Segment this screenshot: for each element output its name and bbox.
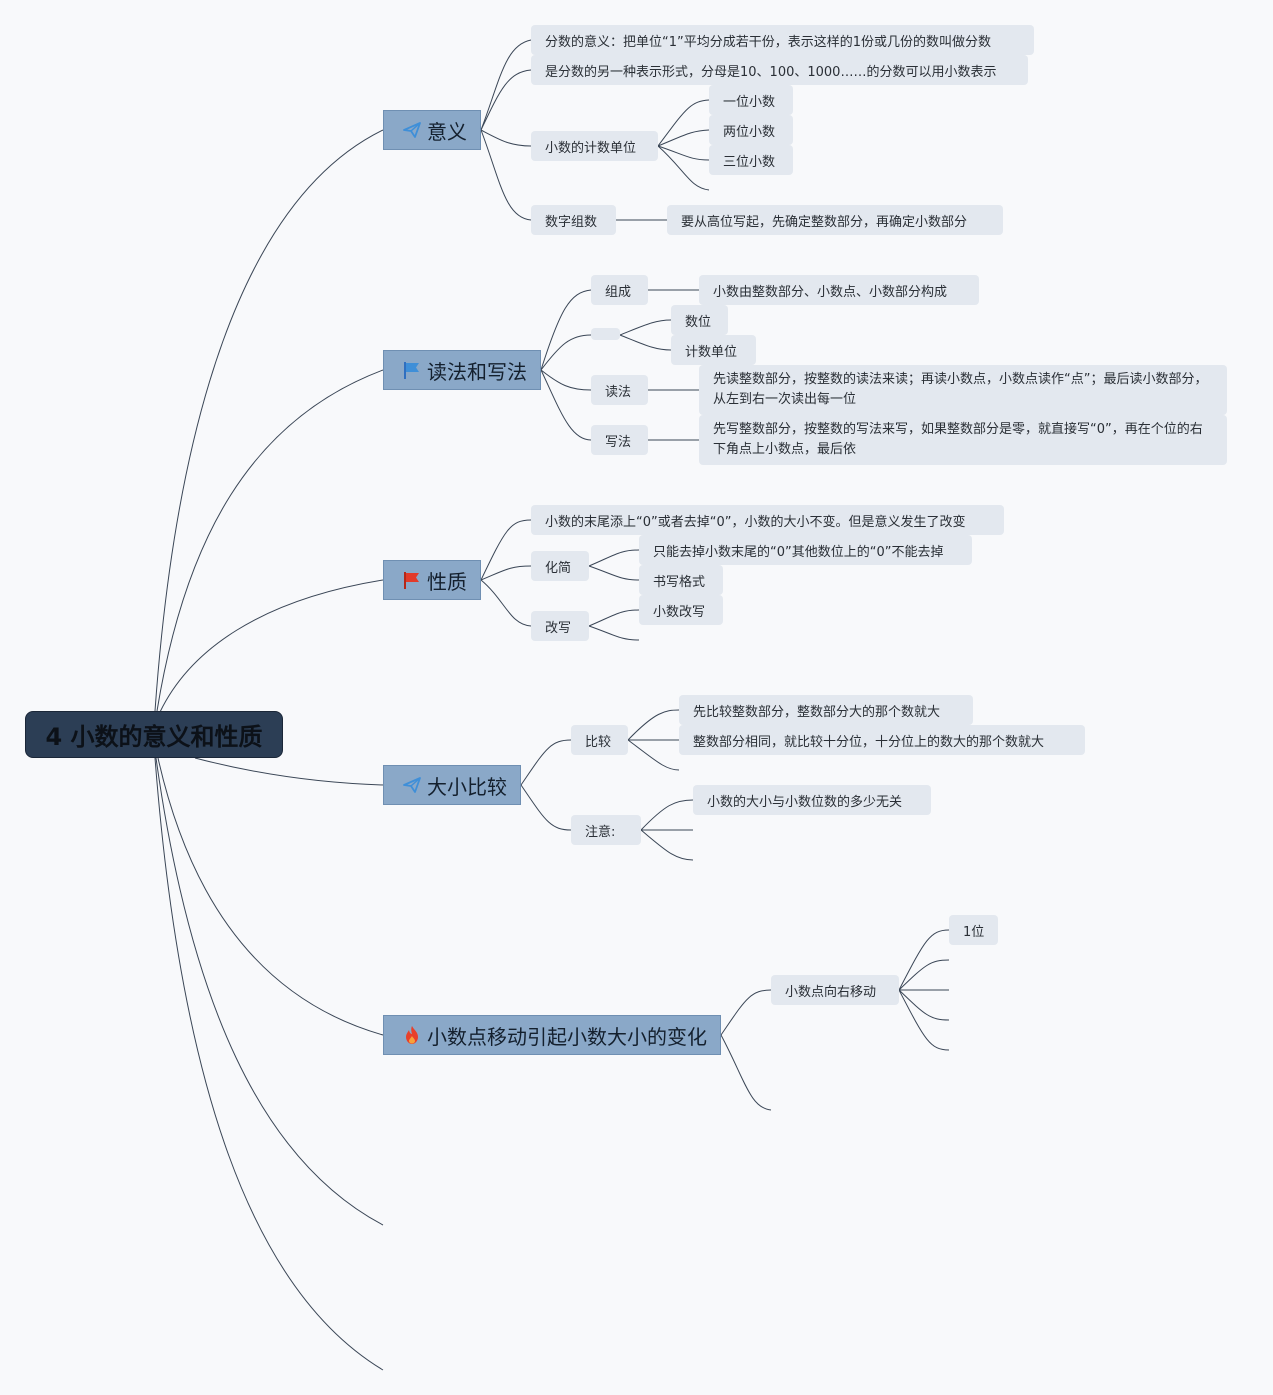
link-root-b4 — [194, 757, 384, 786]
topic-compose-number[interactable]: 数字组数 — [531, 205, 616, 235]
fire-icon — [402, 1025, 422, 1045]
branch-point-movement[interactable]: 小数点移动引起小数大小的变化 — [383, 1015, 721, 1055]
topic-label: 三位小数 — [723, 154, 776, 170]
topic-decimal-rewrite[interactable]: 小数改写 — [639, 595, 723, 625]
topic-composition-detail[interactable]: 小数由整数部分、小数点、小数部分构成 — [699, 275, 979, 305]
branch-point-movement-label: 小数点移动引起小数大小的变化 — [427, 1024, 707, 1049]
topic-label: 注意: — [585, 824, 616, 840]
link-root-b5 — [157, 757, 384, 1036]
topic-label: 化简 — [545, 560, 572, 576]
topic-one-place[interactable]: 1位 — [949, 915, 998, 945]
link-root-b3 — [159, 579, 384, 713]
topic-label: 书写格式 — [653, 574, 706, 590]
topic-label: 1位 — [963, 924, 985, 940]
topic-label: 只能去掉小数末尾的“0”其他数位上的“0”不能去掉 — [653, 544, 944, 560]
topic-label: 小数点向右移动 — [785, 984, 877, 1000]
topic-composition[interactable]: 组成 — [591, 275, 648, 305]
topic-label: 一位小数 — [723, 94, 776, 110]
topic-writing-rule[interactable]: 先写整数部分，按整数的写法来写，如果整数部分是零，就直接写“0”，再在个位的右下… — [699, 415, 1227, 465]
topic-decimal-alt-form[interactable]: 是分数的另一种表示形式，分母是10、100、1000……的分数可以用小数表示 — [531, 55, 1028, 85]
paper-plane-icon — [402, 120, 422, 140]
topic-compare-tenths[interactable]: 整数部分相同，就比较十分位，十分位上的数大的那个数就大 — [679, 725, 1085, 755]
paper-plane-icon — [402, 775, 422, 795]
branch-read-write[interactable]: 读法和写法 — [383, 350, 541, 390]
topic-label: 整数部分相同，就比较十分位，十分位上的数大的那个数就大 — [693, 734, 1045, 750]
topic-one-decimal[interactable]: 一位小数 — [709, 85, 793, 115]
link-root-empty2 — [154, 757, 384, 1371]
topic-trailing-zero[interactable]: 小数的末尾添上“0”或者去掉“0”，小数的大小不变。但是意义发生了改变 — [531, 505, 1004, 535]
topic-label: 小数的大小与小数位数的多少无关 — [707, 794, 903, 810]
topic-label: 小数的末尾添上“0”或者去掉“0”，小数的大小不变。但是意义发生了改变 — [545, 514, 966, 530]
topic-counting-unit[interactable]: 小数的计数单位 — [531, 131, 658, 161]
topic-reading-rule[interactable]: 先读整数部分，按整数的读法来读；再读小数点，小数点读作“点”；最后读小数部分，从… — [699, 365, 1227, 415]
root-topic[interactable]: 4 小数的意义和性质 — [25, 711, 283, 758]
topic-label: 数位 — [685, 314, 712, 330]
topic-two-decimal[interactable]: 两位小数 — [709, 115, 793, 145]
red-flag-icon — [402, 570, 422, 590]
topic-simplify-rule[interactable]: 只能去掉小数末尾的“0”其他数位上的“0”不能去掉 — [639, 535, 972, 565]
topic-reading[interactable]: 读法 — [591, 375, 648, 405]
topic-empty[interactable] — [591, 328, 620, 340]
topic-writing-format[interactable]: 书写格式 — [639, 565, 723, 595]
topic-label: 先读整数部分，按整数的读法来读；再读小数点，小数点读作“点”；最后读小数部分，从… — [713, 372, 1208, 407]
root-topic-label: 4 小数的意义和性质 — [45, 723, 263, 751]
topic-size-vs-digits[interactable]: 小数的大小与小数位数的多少无关 — [693, 785, 931, 815]
branch-comparison[interactable]: 大小比较 — [383, 765, 521, 805]
branch-comparison-label: 大小比较 — [427, 774, 507, 799]
topic-simplify[interactable]: 化简 — [531, 551, 589, 581]
topic-compare-integer[interactable]: 先比较整数部分，整数部分大的那个数就大 — [679, 695, 973, 725]
topic-three-decimal[interactable]: 三位小数 — [709, 145, 793, 175]
branch-meaning-label: 意义 — [427, 119, 467, 144]
link-root-empty1 — [155, 757, 384, 1226]
topic-label: 要从高位写起，先确定整数部分，再确定小数部分 — [681, 214, 968, 230]
topic-compare[interactable]: 比较 — [571, 725, 628, 755]
topic-move-right[interactable]: 小数点向右移动 — [771, 975, 899, 1005]
link-root-b1 — [154, 129, 384, 712]
topic-label: 小数改写 — [653, 604, 706, 620]
topic-label: 分数的意义：把单位“1”平均分成若干份，表示这样的1份或几份的数叫做分数 — [545, 34, 992, 50]
topic-label: 计数单位 — [685, 344, 738, 360]
topic-label: 小数由整数部分、小数点、小数部分构成 — [713, 284, 948, 300]
blue-flag-icon — [402, 360, 422, 380]
topic-label: 是分数的另一种表示形式，分母是10、100、1000……的分数可以用小数表示 — [545, 64, 997, 80]
topic-writing[interactable]: 写法 — [591, 425, 648, 455]
branch-read-write-label: 读法和写法 — [427, 359, 527, 384]
topic-digit-place[interactable]: 数位 — [671, 305, 728, 335]
branch-properties[interactable]: 性质 — [383, 560, 481, 600]
topic-label: 写法 — [605, 434, 632, 450]
branch-meaning[interactable]: 意义 — [383, 110, 481, 150]
topic-label: 比较 — [585, 734, 612, 750]
topic-label: 先写整数部分，按整数的写法来写，如果整数部分是零，就直接写“0”，再在个位的右下… — [713, 422, 1203, 457]
topic-fraction-definition[interactable]: 分数的意义：把单位“1”平均分成若干份，表示这样的1份或几份的数叫做分数 — [531, 25, 1034, 55]
topic-count-unit[interactable]: 计数单位 — [671, 335, 756, 365]
topic-label: 改写 — [545, 620, 572, 636]
topic-label: 读法 — [605, 384, 632, 400]
branch-properties-label: 性质 — [427, 569, 467, 594]
topic-label: 小数的计数单位 — [545, 140, 637, 156]
topic-label: 先比较整数部分，整数部分大的那个数就大 — [693, 704, 941, 720]
topic-label: 组成 — [605, 284, 632, 300]
topic-rewrite[interactable]: 改写 — [531, 611, 589, 641]
topic-note[interactable]: 注意: — [571, 815, 641, 845]
topic-label: 数字组数 — [545, 214, 598, 230]
topic-label: 两位小数 — [723, 124, 776, 140]
link-root-b2 — [156, 369, 384, 712]
topic-compose-rule[interactable]: 要从高位写起，先确定整数部分，再确定小数部分 — [667, 205, 1003, 235]
